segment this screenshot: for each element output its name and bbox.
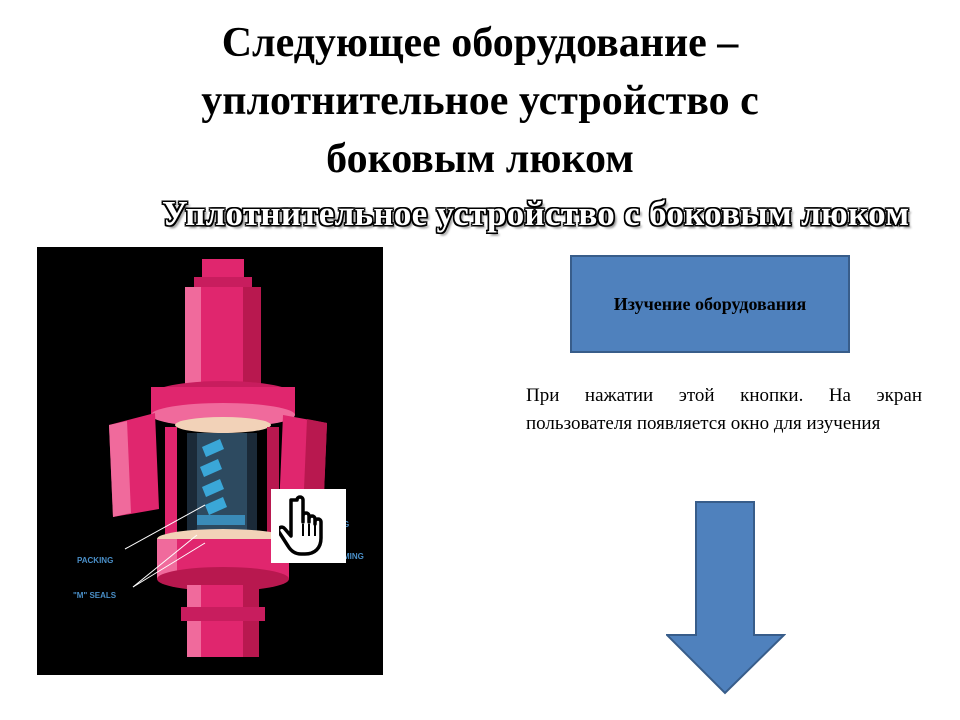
study-equipment-button[interactable]: Изучение оборудования xyxy=(570,255,850,353)
callout-packing: PACKING xyxy=(77,556,113,565)
title-line-1: Следующее оборудование – xyxy=(221,20,739,66)
equipment-image: PACKING "M" SEALS G MING xyxy=(37,247,383,675)
title-line-3: боковым люком xyxy=(326,136,634,182)
callout-right-bottom: MING xyxy=(343,552,364,561)
description-text: При нажатии этой кнопки. На экран пользо… xyxy=(526,385,922,434)
down-arrow-icon xyxy=(666,501,786,695)
title-line-2: уплотнительное устройство с xyxy=(201,78,759,124)
slide-title: Следующее оборудование – уплотнительное … xyxy=(0,14,960,188)
slide-subtitle: Уплотнительное устройство с боковым люко… xyxy=(162,194,910,233)
hand-pointer-icon xyxy=(278,495,323,556)
side-door-lubricator-illustration: PACKING "M" SEALS G MING xyxy=(73,259,364,657)
callout-right-top: G xyxy=(343,520,349,529)
hand-pointer-icon-box xyxy=(271,489,346,563)
callout-m-seals: "M" SEALS xyxy=(73,591,117,600)
